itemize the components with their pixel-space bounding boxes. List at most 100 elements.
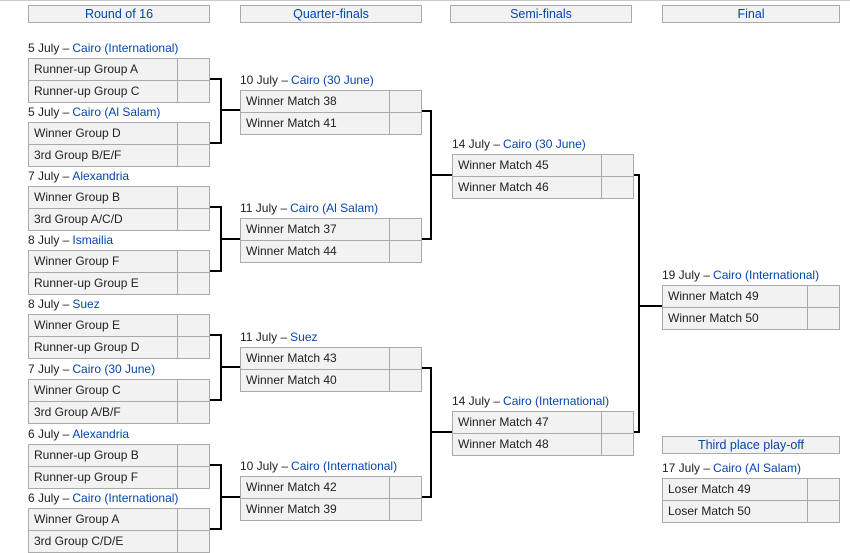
venue-link[interactable]: Cairo (30 June) — [291, 73, 374, 87]
connector-line — [634, 174, 640, 176]
match-date: 14 July –Cairo (International) — [452, 395, 634, 408]
score-cell — [177, 445, 209, 466]
team-name: Runner-up Group F — [34, 470, 139, 484]
match-date-text: 11 July – — [240, 330, 288, 344]
round-header-link[interactable]: Quarter-finals — [293, 7, 369, 21]
venue-link[interactable]: Cairo (International) — [503, 394, 610, 408]
r16-match-6: 7 July –Cairo (30 June) Winner Group C 3… — [28, 363, 210, 424]
venue-link[interactable]: Cairo (30 June) — [72, 362, 156, 376]
team-row: Winner Group B — [29, 187, 209, 208]
match-date: 11 July –Suez — [240, 331, 422, 344]
third-place-match: 17 July –Cairo (Al Salam) Loser Match 49… — [662, 462, 840, 523]
qf-match-4: 10 July –Cairo (International) Winner Ma… — [240, 460, 422, 521]
match-box: Winner Group E Runner-up Group D — [28, 314, 210, 359]
score-cell — [389, 113, 421, 134]
match-box: Winner Match 43 Winner Match 40 — [240, 347, 422, 392]
team-name: Winner Match 39 — [246, 502, 337, 516]
connector-line — [430, 431, 452, 433]
venue-link[interactable]: Cairo (30 June) — [503, 137, 586, 151]
score-cell — [389, 219, 421, 240]
team-name: Winner Group C — [34, 383, 121, 397]
venue-link[interactable]: Cairo (Al Salam) — [290, 201, 379, 215]
round-header-link[interactable]: Semi-finals — [510, 7, 572, 21]
team-name: Winner Match 42 — [246, 480, 337, 494]
match-date: 6 July –Alexandria — [28, 428, 210, 441]
r16-match-7: 6 July –Alexandria Runner-up Group B Run… — [28, 428, 210, 489]
round-header-link[interactable]: Third place play-off — [697, 438, 805, 452]
team-name: Winner Match 48 — [458, 437, 549, 451]
sf-match-2: 14 July –Cairo (International) Winner Ma… — [452, 395, 634, 456]
venue-link[interactable]: Ismailia — [72, 233, 114, 247]
score-cell — [177, 209, 209, 230]
match-date-text: 5 July – — [28, 41, 70, 55]
match-box: Winner Group F Runner-up Group E — [28, 250, 210, 295]
team-row: 3rd Group A/C/D — [29, 208, 209, 230]
connector-line — [422, 110, 432, 112]
match-date-text: 17 July – — [662, 461, 711, 475]
venue-link[interactable]: Cairo (International) — [291, 459, 398, 473]
connector-line — [430, 174, 452, 176]
team-row: Winner Group D — [29, 123, 209, 144]
team-name: Winner Match 41 — [246, 116, 337, 130]
venue-link[interactable]: Cairo (Al Salam) — [713, 461, 802, 475]
venue-link[interactable]: Cairo (International) — [72, 41, 179, 55]
venue-link[interactable]: Suez — [72, 297, 100, 311]
match-date-text: 10 July – — [240, 459, 289, 473]
match-box: Runner-up Group B Runner-up Group F — [28, 444, 210, 489]
score-cell — [601, 434, 633, 455]
team-name: Winner Match 50 — [668, 311, 759, 325]
score-cell — [177, 402, 209, 423]
team-row: 3rd Group A/B/F — [29, 401, 209, 423]
venue-link[interactable]: Cairo (Al Salam) — [72, 105, 161, 119]
match-date: 8 July –Suez — [28, 298, 210, 311]
match-box: Winner Match 42 Winner Match 39 — [240, 476, 422, 521]
venue-link[interactable]: Alexandria — [72, 169, 130, 183]
team-name: Runner-up Group A — [34, 62, 139, 76]
team-row: Runner-up Group A — [29, 59, 209, 80]
team-name: Runner-up Group D — [34, 340, 140, 354]
team-row: Winner Match 39 — [241, 498, 421, 520]
round-header-link[interactable]: Final — [737, 7, 765, 21]
team-row: Winner Match 47 — [453, 412, 633, 433]
match-date-text: 6 July – — [28, 491, 70, 505]
score-cell — [389, 499, 421, 520]
score-cell — [177, 145, 209, 166]
team-row: Runner-up Group F — [29, 466, 209, 488]
score-cell — [177, 315, 209, 336]
score-cell — [389, 370, 421, 391]
match-date-text: 14 July – — [452, 137, 501, 151]
venue-link[interactable]: Alexandria — [72, 427, 130, 441]
connector-line — [422, 238, 432, 240]
team-row: 3rd Group C/D/E — [29, 530, 209, 552]
r16-match-3: 7 July –Alexandria Winner Group B 3rd Gr… — [28, 170, 210, 231]
score-cell — [601, 177, 633, 198]
r16-match-2: 5 July –Cairo (Al Salam) Winner Group D … — [28, 106, 210, 167]
connector-line — [210, 78, 222, 80]
score-cell — [389, 477, 421, 498]
score-cell — [177, 81, 209, 102]
score-cell — [177, 380, 209, 401]
team-row: Runner-up Group E — [29, 272, 209, 294]
connector-line — [210, 464, 222, 466]
match-box: Winner Group B 3rd Group A/C/D — [28, 186, 210, 231]
team-row: Winner Group A — [29, 509, 209, 530]
match-date-text: 11 July – — [240, 201, 288, 215]
team-row: Winner Group F — [29, 251, 209, 272]
team-name: Winner Match 47 — [458, 415, 549, 429]
round-header-link[interactable]: Round of 16 — [84, 7, 154, 21]
connector-line — [638, 174, 640, 433]
connector-line — [220, 238, 240, 240]
match-date-text: 8 July – — [28, 297, 70, 311]
team-name: Winner Match 38 — [246, 94, 337, 108]
team-name: Winner Match 49 — [668, 289, 759, 303]
match-box: Winner Match 37 Winner Match 44 — [240, 218, 422, 263]
venue-link[interactable]: Cairo (International) — [713, 268, 820, 282]
team-name: Winner Match 40 — [246, 373, 337, 387]
venue-link[interactable]: Cairo (International) — [72, 491, 179, 505]
venue-link[interactable]: Suez — [290, 330, 318, 344]
team-row: Runner-up Group C — [29, 80, 209, 102]
team-name: Winner Group E — [34, 318, 121, 332]
match-date-text: 7 July – — [28, 169, 70, 183]
match-date-text: 6 July – — [28, 427, 70, 441]
match-date-text: 10 July – — [240, 73, 289, 87]
